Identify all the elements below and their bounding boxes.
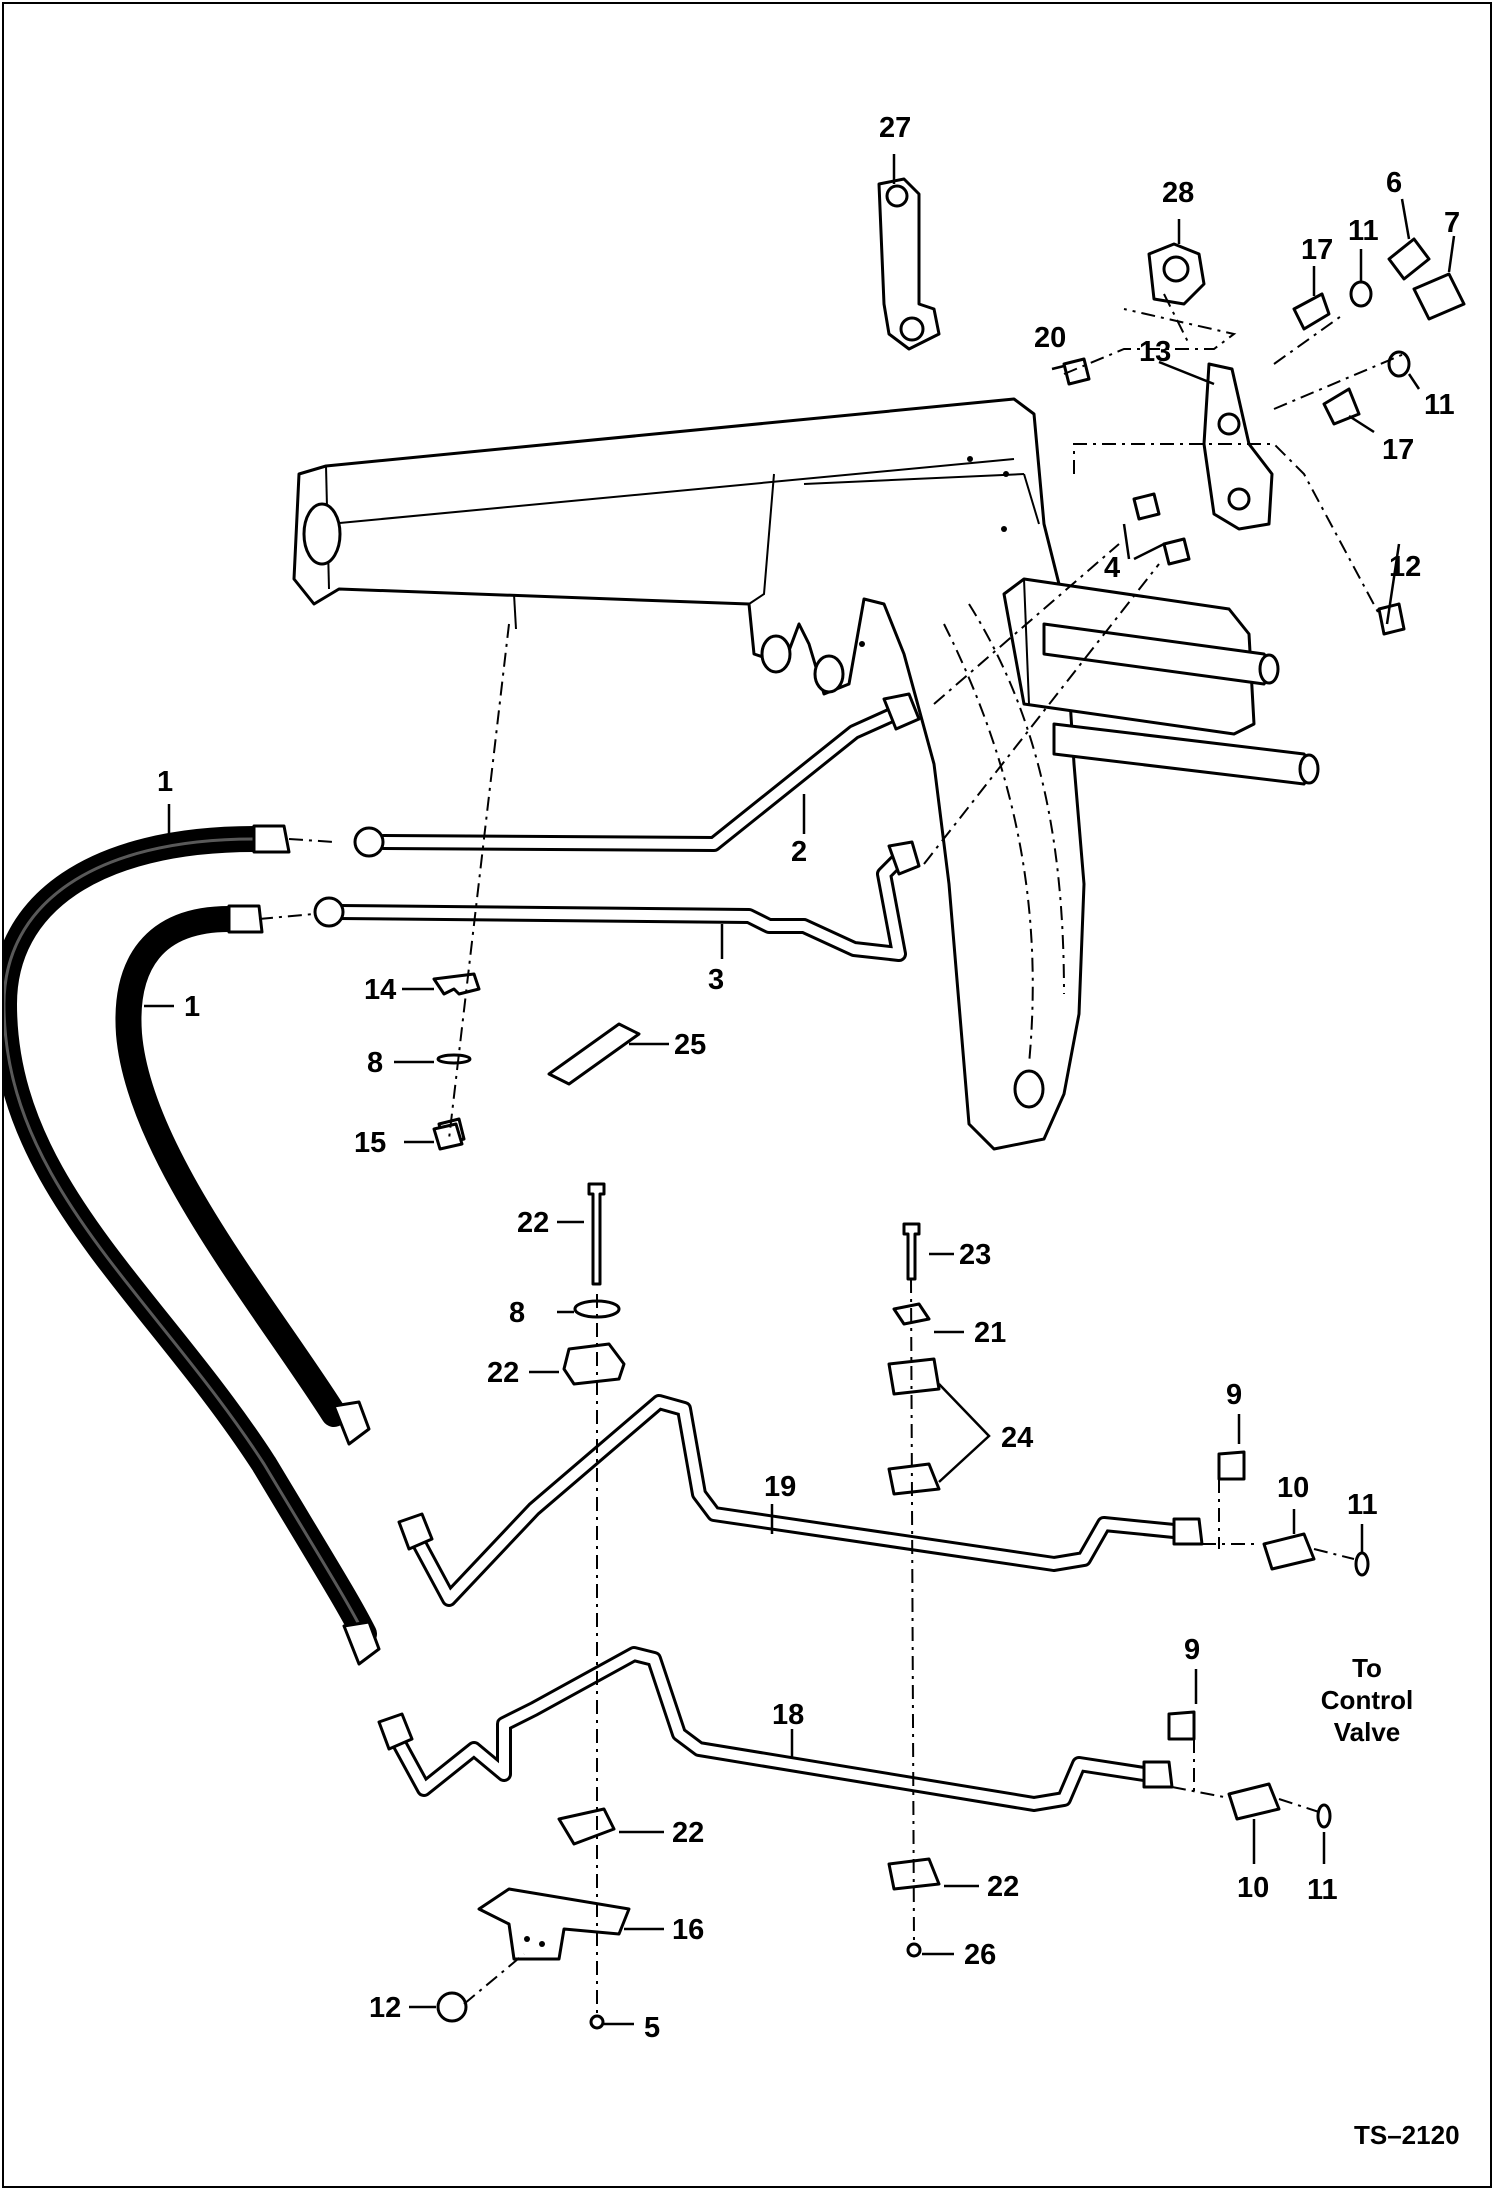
callout-9: 9 — [1226, 1379, 1242, 1411]
drawing-id: TS–2120 — [1354, 2120, 1460, 2150]
note-line-2: Control — [1321, 1685, 1413, 1715]
bracket-29 — [1147, 242, 1206, 306]
nut-15 — [432, 1122, 464, 1151]
callout-11: 11 — [1424, 389, 1455, 421]
loader-arm — [292, 397, 1086, 1151]
callout-19: 19 — [764, 1471, 796, 1503]
callout-13: 13 — [1139, 336, 1171, 368]
callout-8: 8 — [509, 1297, 525, 1329]
callout-1: 1 — [184, 991, 200, 1023]
callout-5: 5 — [644, 2012, 660, 2044]
callout-28: 27 — [879, 112, 911, 144]
callout-1: 1 — [157, 766, 173, 798]
clamps-lower — [557, 1807, 941, 2030]
callout-25: 24 — [1001, 1422, 1033, 1454]
bolt-23 — [562, 1182, 626, 1386]
callout-3: 3 — [708, 964, 724, 996]
callout-21: 21 — [974, 1317, 1006, 1349]
callout-20: 20 — [1034, 322, 1066, 354]
tube-2 — [353, 692, 921, 858]
callout-12: 12 — [369, 1992, 401, 2024]
callout-27: 26 — [964, 1939, 996, 1971]
assembly-lines — [258, 293, 1405, 2014]
callout-2: 2 — [791, 836, 807, 868]
callout-22: 22 — [487, 1357, 519, 1389]
callout-23: 22 — [517, 1207, 549, 1239]
tube-3 — [313, 840, 921, 962]
callout-29: 28 — [1162, 177, 1194, 209]
fittings-upper-right — [1062, 237, 1466, 636]
callout-labels: 1 1 2 3 4 5 6 7 8 8 9 9 10 10 11 11 11 1… — [157, 112, 1460, 2044]
callout-26: 25 — [674, 1029, 706, 1061]
tube-18 — [377, 1646, 1174, 1812]
callout-11: 11 — [1348, 215, 1379, 247]
callout-12: 12 — [1389, 551, 1421, 583]
bracket-28 — [877, 177, 941, 351]
strap-26 — [547, 1022, 641, 1086]
callout-6: 6 — [1386, 167, 1402, 199]
callout-10: 10 — [1277, 1472, 1309, 1504]
callout-22: 22 — [672, 1817, 704, 1849]
tube-19 — [397, 1394, 1204, 1607]
callout-16: 16 — [672, 1914, 704, 1946]
bolt-12-lower — [436, 1991, 468, 2023]
to-control-valve-note: To Control Valve — [1321, 1653, 1413, 1747]
callout-11: 11 — [1347, 1489, 1378, 1521]
callout-7: 7 — [1444, 207, 1460, 239]
callout-17: 17 — [1382, 434, 1414, 466]
callout-17: 17 — [1301, 234, 1333, 266]
callout-22: 22 — [987, 1871, 1019, 1903]
callout-24: 23 — [959, 1239, 991, 1271]
exploded-view-drawing: 1 1 2 3 4 5 6 7 8 8 9 9 10 10 11 11 11 1… — [4, 112, 1466, 2150]
callout-14: 14 — [364, 974, 396, 1006]
cross-tube-frame — [1002, 577, 1320, 786]
bracket-13 — [1202, 362, 1274, 531]
hose-fittings — [227, 824, 381, 1666]
leader-lines — [144, 154, 1456, 2026]
callout-11: 11 — [1307, 1874, 1338, 1906]
callout-8: 8 — [367, 1047, 383, 1079]
note-line-1: To — [1352, 1653, 1382, 1683]
callout-9: 9 — [1184, 1634, 1200, 1666]
callout-18: 18 — [772, 1699, 804, 1731]
bolt-24 — [887, 1222, 941, 1496]
callout-15: 15 — [354, 1127, 386, 1159]
hose-outer — [4, 826, 377, 1647]
callout-4: 4 — [1104, 552, 1120, 584]
plate-16 — [477, 1887, 631, 1961]
callout-10: 10 — [1237, 1872, 1269, 1904]
note-line-3: Valve — [1334, 1717, 1401, 1747]
fittings-lower-right — [1167, 1450, 1370, 1829]
clamp-stack-left-upper — [432, 972, 481, 1146]
hose-inner — [115, 906, 347, 1427]
